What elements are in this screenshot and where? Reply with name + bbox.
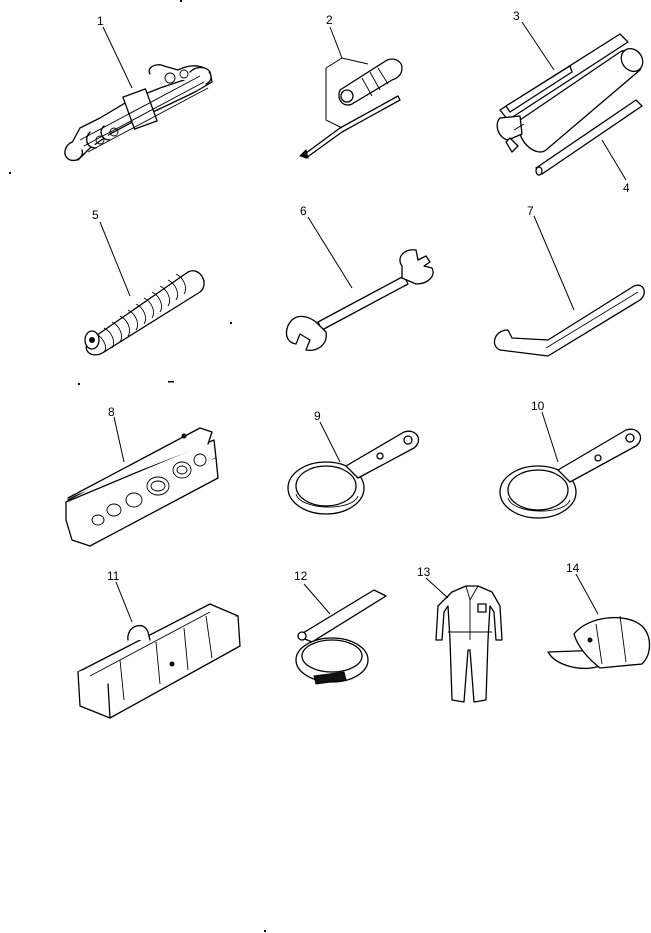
callout-7-leader xyxy=(533,215,575,311)
callout-4-leader xyxy=(601,139,627,181)
screwdriver-drawing xyxy=(299,58,403,159)
grease-pump-drawing xyxy=(496,33,644,153)
scan-specks xyxy=(9,0,266,932)
callout-11-leader xyxy=(115,581,133,623)
coveralls-drawing xyxy=(435,585,503,703)
callout-9-leader xyxy=(319,421,341,463)
callout-5-leader xyxy=(99,221,131,297)
callout-3: 3 xyxy=(513,9,520,23)
callout-14: 14 xyxy=(566,561,580,575)
callout-13-leader xyxy=(425,577,449,599)
callout-2: 2 xyxy=(326,13,333,27)
callout-1: 1 xyxy=(97,14,104,28)
socket-set-drawing xyxy=(65,427,219,547)
callout-8: 8 xyxy=(108,405,115,419)
hex-key-drawing xyxy=(493,284,645,357)
callout-9: 9 xyxy=(314,409,321,423)
callout-4: 4 xyxy=(623,181,630,195)
callout-14-leader xyxy=(575,573,599,615)
callout-12-leader xyxy=(303,583,331,615)
cap-drawing xyxy=(547,615,651,669)
callout-13: 13 xyxy=(417,565,431,579)
filter-wrench-large-drawing xyxy=(499,428,642,519)
callout-5: 5 xyxy=(92,208,99,222)
callout-6-leader xyxy=(307,216,353,289)
callout-12: 12 xyxy=(294,569,308,583)
callout-6: 6 xyxy=(300,204,307,218)
tool-bag-drawing xyxy=(77,603,241,719)
callout-3-leader xyxy=(521,21,555,71)
callout-7: 7 xyxy=(527,204,534,218)
callout-11: 11 xyxy=(107,569,120,583)
hose-spring-drawing xyxy=(84,270,205,356)
callout-2-leader xyxy=(325,26,369,129)
nozzle-extension-drawing xyxy=(535,99,643,176)
callout-10-leader xyxy=(541,411,559,463)
callout-10: 10 xyxy=(531,399,545,413)
wrench-set-drawing xyxy=(64,64,213,162)
strap-filter-wrench-drawing xyxy=(295,589,387,685)
callout-1-leader xyxy=(102,26,133,89)
open-end-wrench-drawing xyxy=(285,249,434,351)
callout-8-leader xyxy=(113,416,125,463)
filter-wrench-drawing xyxy=(287,430,420,515)
